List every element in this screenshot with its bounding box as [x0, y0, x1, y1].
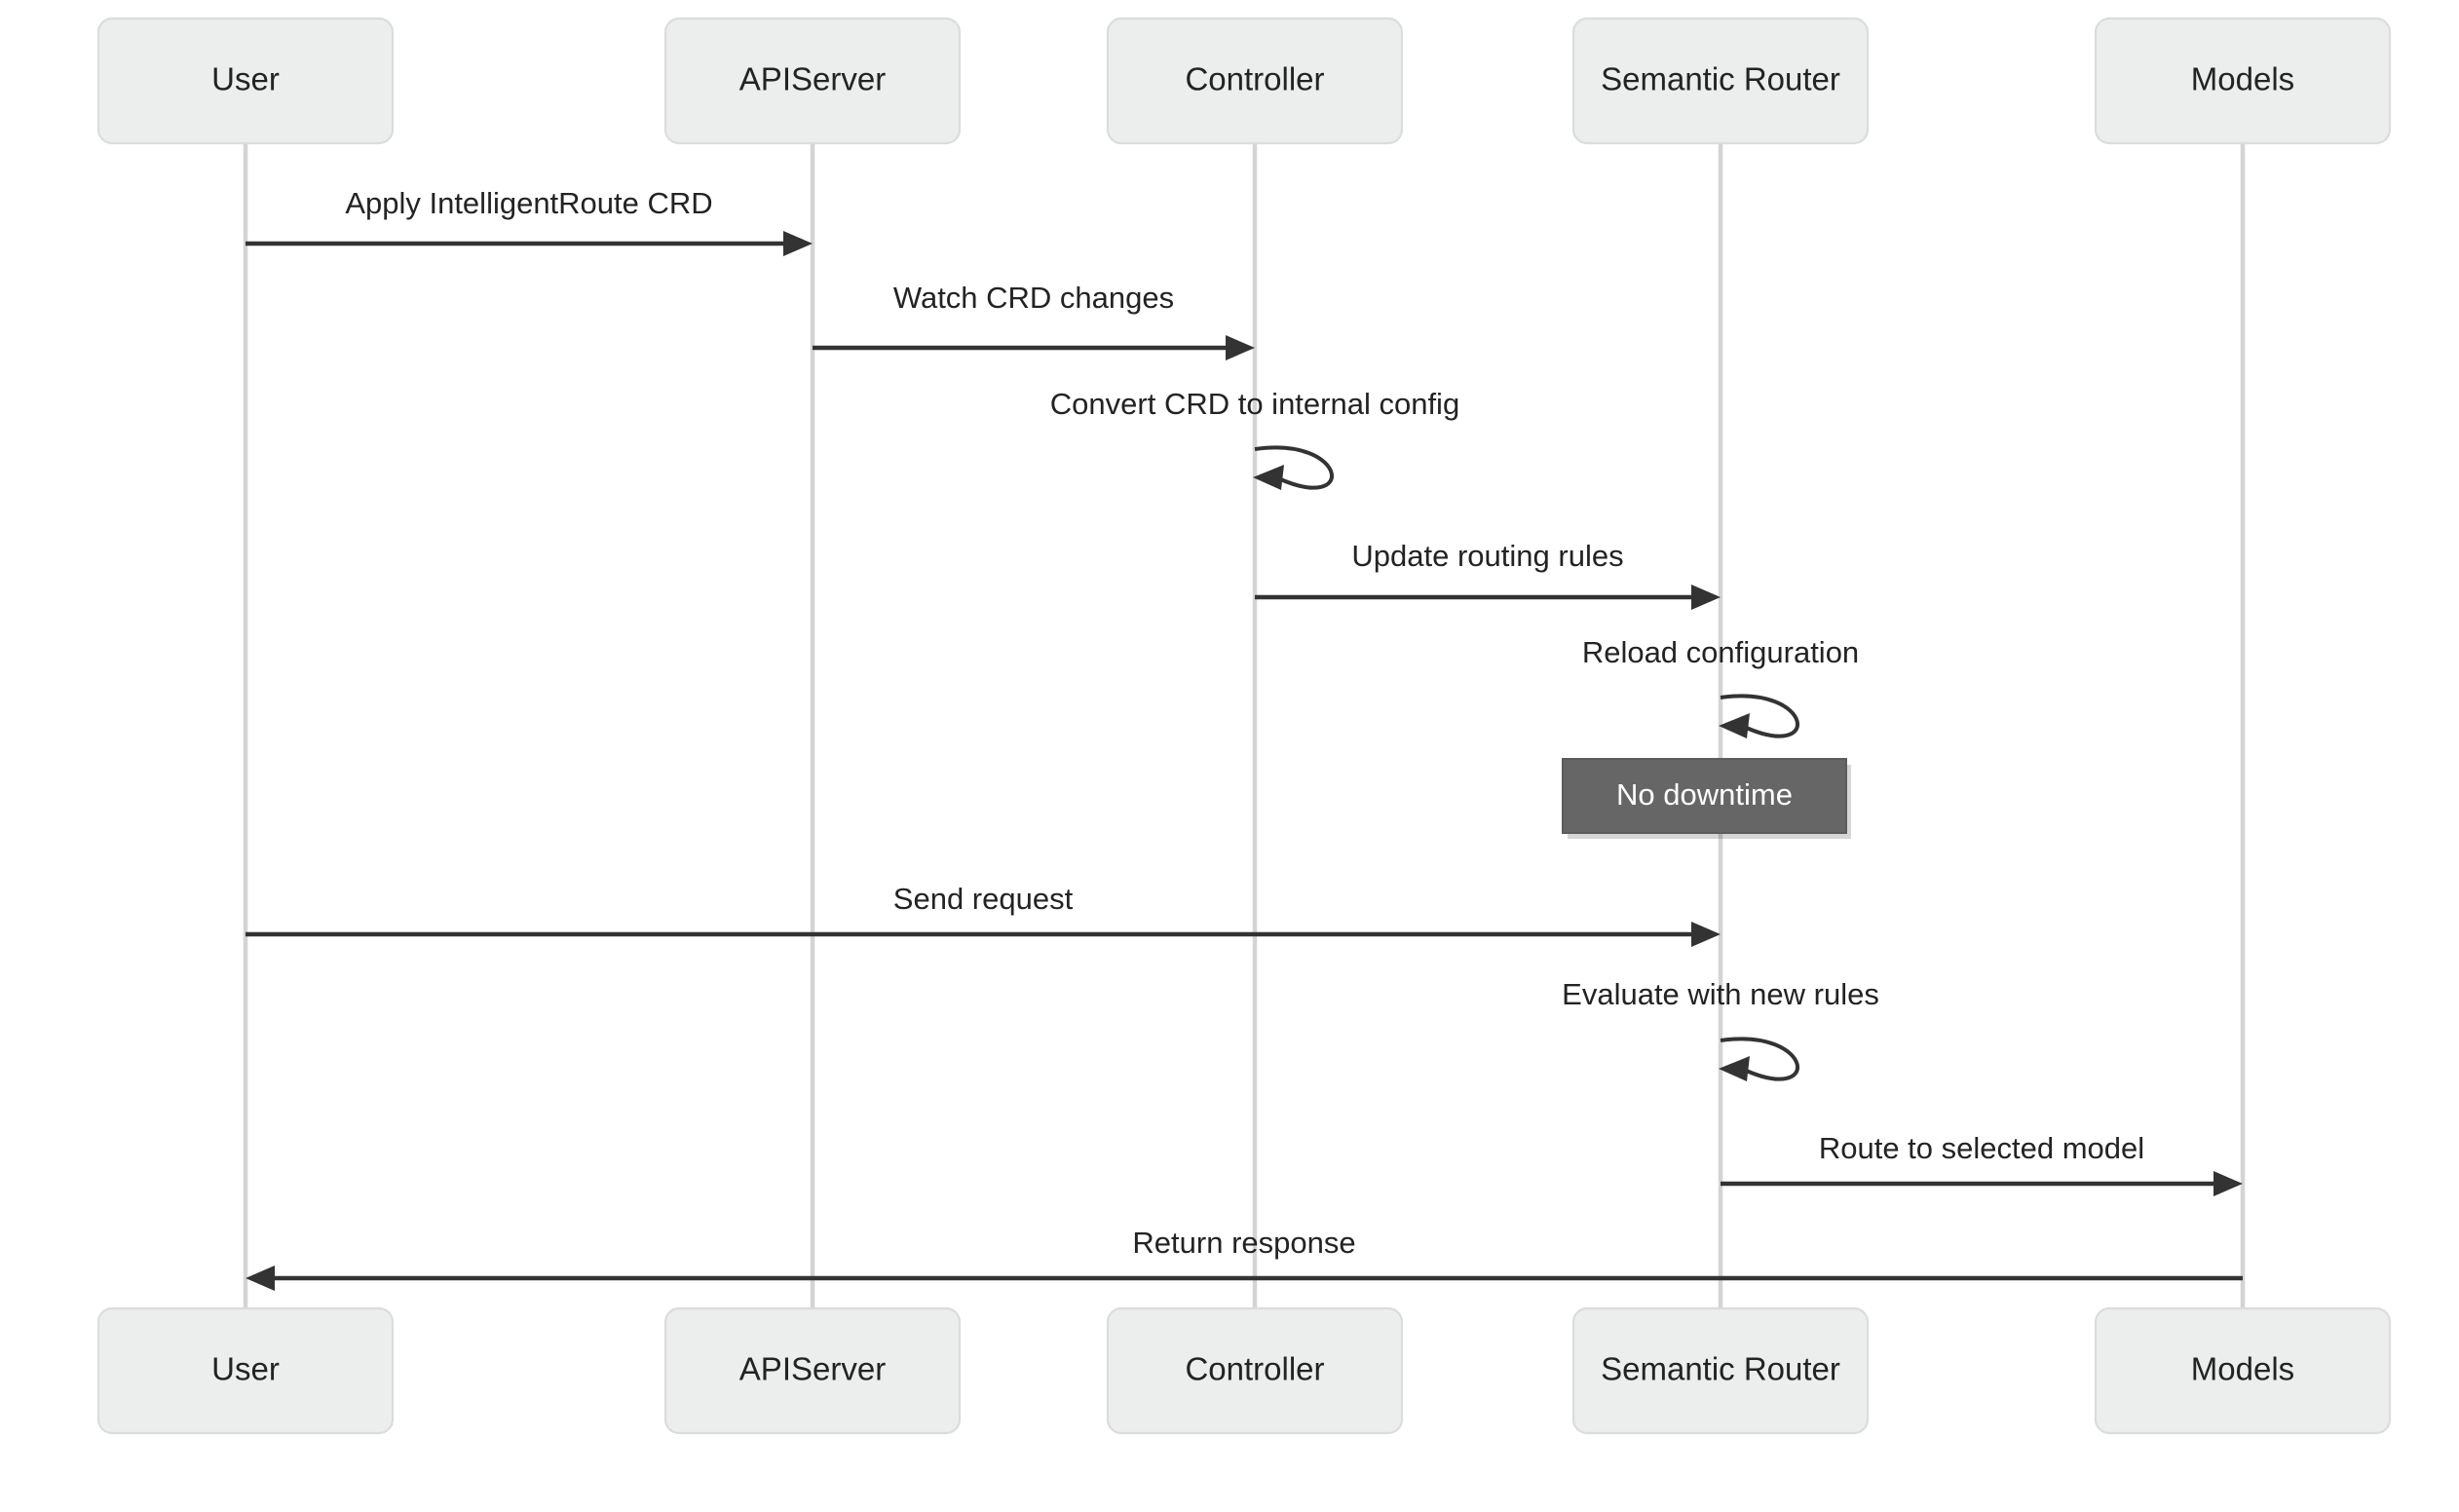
actor-models-top[interactable]: Models [2094, 17, 2392, 145]
message-7-evaluate-with-new-rules[interactable]: Evaluate with new rules [1562, 977, 1879, 1081]
messages-group: Apply IntelligentRoute CRD Watch CRD chan… [246, 186, 2243, 1291]
message-2-watch-crd-changes-label: Watch CRD changes [893, 281, 1174, 315]
actor-user-bottom[interactable]: User [96, 1306, 395, 1435]
message-7-evaluate-with-new-rules-label: Evaluate with new rules [1562, 977, 1879, 1011]
actor-models-bottom[interactable]: Models [2094, 1306, 2392, 1435]
message-9-return-response[interactable]: Return response [246, 1226, 2243, 1291]
message-3-convert-crd-to-internal-config[interactable]: Convert CRD to internal config [1050, 387, 1459, 490]
actor-box-models[interactable] [2094, 1306, 2392, 1435]
actor-label-router: Semantic Router [1601, 61, 1840, 97]
actor-label-apiserver: APIServer [739, 61, 886, 97]
message-7-evaluate-with-new-rules-arrowhead [1719, 1056, 1750, 1081]
message-3-convert-crd-to-internal-config-arrowhead [1253, 465, 1284, 490]
message-5-reload-configuration[interactable]: Reload configuration [1582, 635, 1859, 738]
actor-label-models: Models [2191, 1351, 2294, 1387]
note-no-downtime-label: No downtime [1616, 777, 1793, 812]
note-no-downtime-box[interactable] [1562, 758, 1847, 834]
message-4-update-routing-rules[interactable]: Update routing rules [1255, 539, 1721, 610]
lifelines-group [243, 143, 2246, 1308]
message-9-return-response-arrowhead [246, 1266, 275, 1291]
message-9-return-response-label: Return response [1132, 1226, 1355, 1260]
actor-label-controller: Controller [1185, 61, 1324, 97]
actor-box-controller[interactable] [1106, 17, 1404, 145]
message-5-reload-configuration-arrowhead [1719, 713, 1750, 738]
actor-box-apiserver[interactable] [663, 1306, 962, 1435]
actor-label-controller: Controller [1185, 1351, 1324, 1387]
actor-label-models: Models [2191, 61, 2294, 97]
message-8-route-to-selected-model-label: Route to selected model [1819, 1131, 2144, 1165]
message-4-update-routing-rules-label: Update routing rules [1351, 539, 1623, 573]
actor-router-top[interactable]: Semantic Router [1571, 17, 1870, 145]
actor-box-models[interactable] [2094, 17, 2392, 145]
note-no-downtime[interactable]: No downtime [1562, 758, 1851, 839]
actor-label-apiserver: APIServer [739, 1351, 886, 1387]
message-1-apply-intelligentroute-crd-arrowhead [783, 231, 813, 256]
message-6-send-request-arrowhead [1691, 922, 1721, 947]
message-7-evaluate-with-new-rules-loop [1720, 1037, 1799, 1081]
message-6-send-request[interactable]: Send request [246, 882, 1721, 947]
actor-box-apiserver[interactable] [663, 17, 962, 145]
message-5-reload-configuration-label: Reload configuration [1582, 635, 1859, 669]
actor-label-router: Semantic Router [1601, 1351, 1840, 1387]
actor-row-top: User APIServer Controller Semantic Router Mo… [96, 17, 2392, 145]
actor-box-router[interactable] [1571, 1306, 1870, 1435]
message-5-reload-configuration-loop [1720, 694, 1799, 738]
message-1-apply-intelligentroute-crd[interactable]: Apply IntelligentRoute CRD [246, 186, 813, 256]
message-3-convert-crd-to-internal-config-loop [1254, 445, 1334, 490]
actor-row-bottom: User APIServer Controller Semantic Router Mo… [96, 1306, 2392, 1435]
message-1-apply-intelligentroute-crd-label: Apply IntelligentRoute CRD [345, 186, 712, 220]
actor-label-user: User [211, 61, 280, 97]
actor-controller-top[interactable]: Controller [1106, 17, 1404, 145]
actor-apiserver-bottom[interactable]: APIServer [663, 1306, 962, 1435]
actor-box-controller[interactable] [1106, 1306, 1404, 1435]
actor-box-user[interactable] [96, 17, 395, 145]
notes-group: No downtime [1562, 758, 1851, 839]
actor-router-bottom[interactable]: Semantic Router [1571, 1306, 1870, 1435]
message-6-send-request-label: Send request [893, 882, 1074, 916]
actor-user-top[interactable]: User [96, 17, 395, 145]
actor-label-user: User [211, 1351, 280, 1387]
actor-apiserver-top[interactable]: APIServer [663, 17, 962, 145]
actor-controller-bottom[interactable]: Controller [1106, 1306, 1404, 1435]
message-2-watch-crd-changes[interactable]: Watch CRD changes [813, 281, 1255, 360]
message-8-route-to-selected-model-arrowhead [2213, 1171, 2243, 1196]
message-3-convert-crd-to-internal-config-label: Convert CRD to internal config [1050, 387, 1459, 421]
message-8-route-to-selected-model[interactable]: Route to selected model [1721, 1131, 2243, 1196]
message-4-update-routing-rules-arrowhead [1691, 585, 1721, 610]
actor-box-router[interactable] [1571, 17, 1870, 145]
message-2-watch-crd-changes-arrowhead [1226, 335, 1255, 360]
actor-box-user[interactable] [96, 1306, 395, 1435]
